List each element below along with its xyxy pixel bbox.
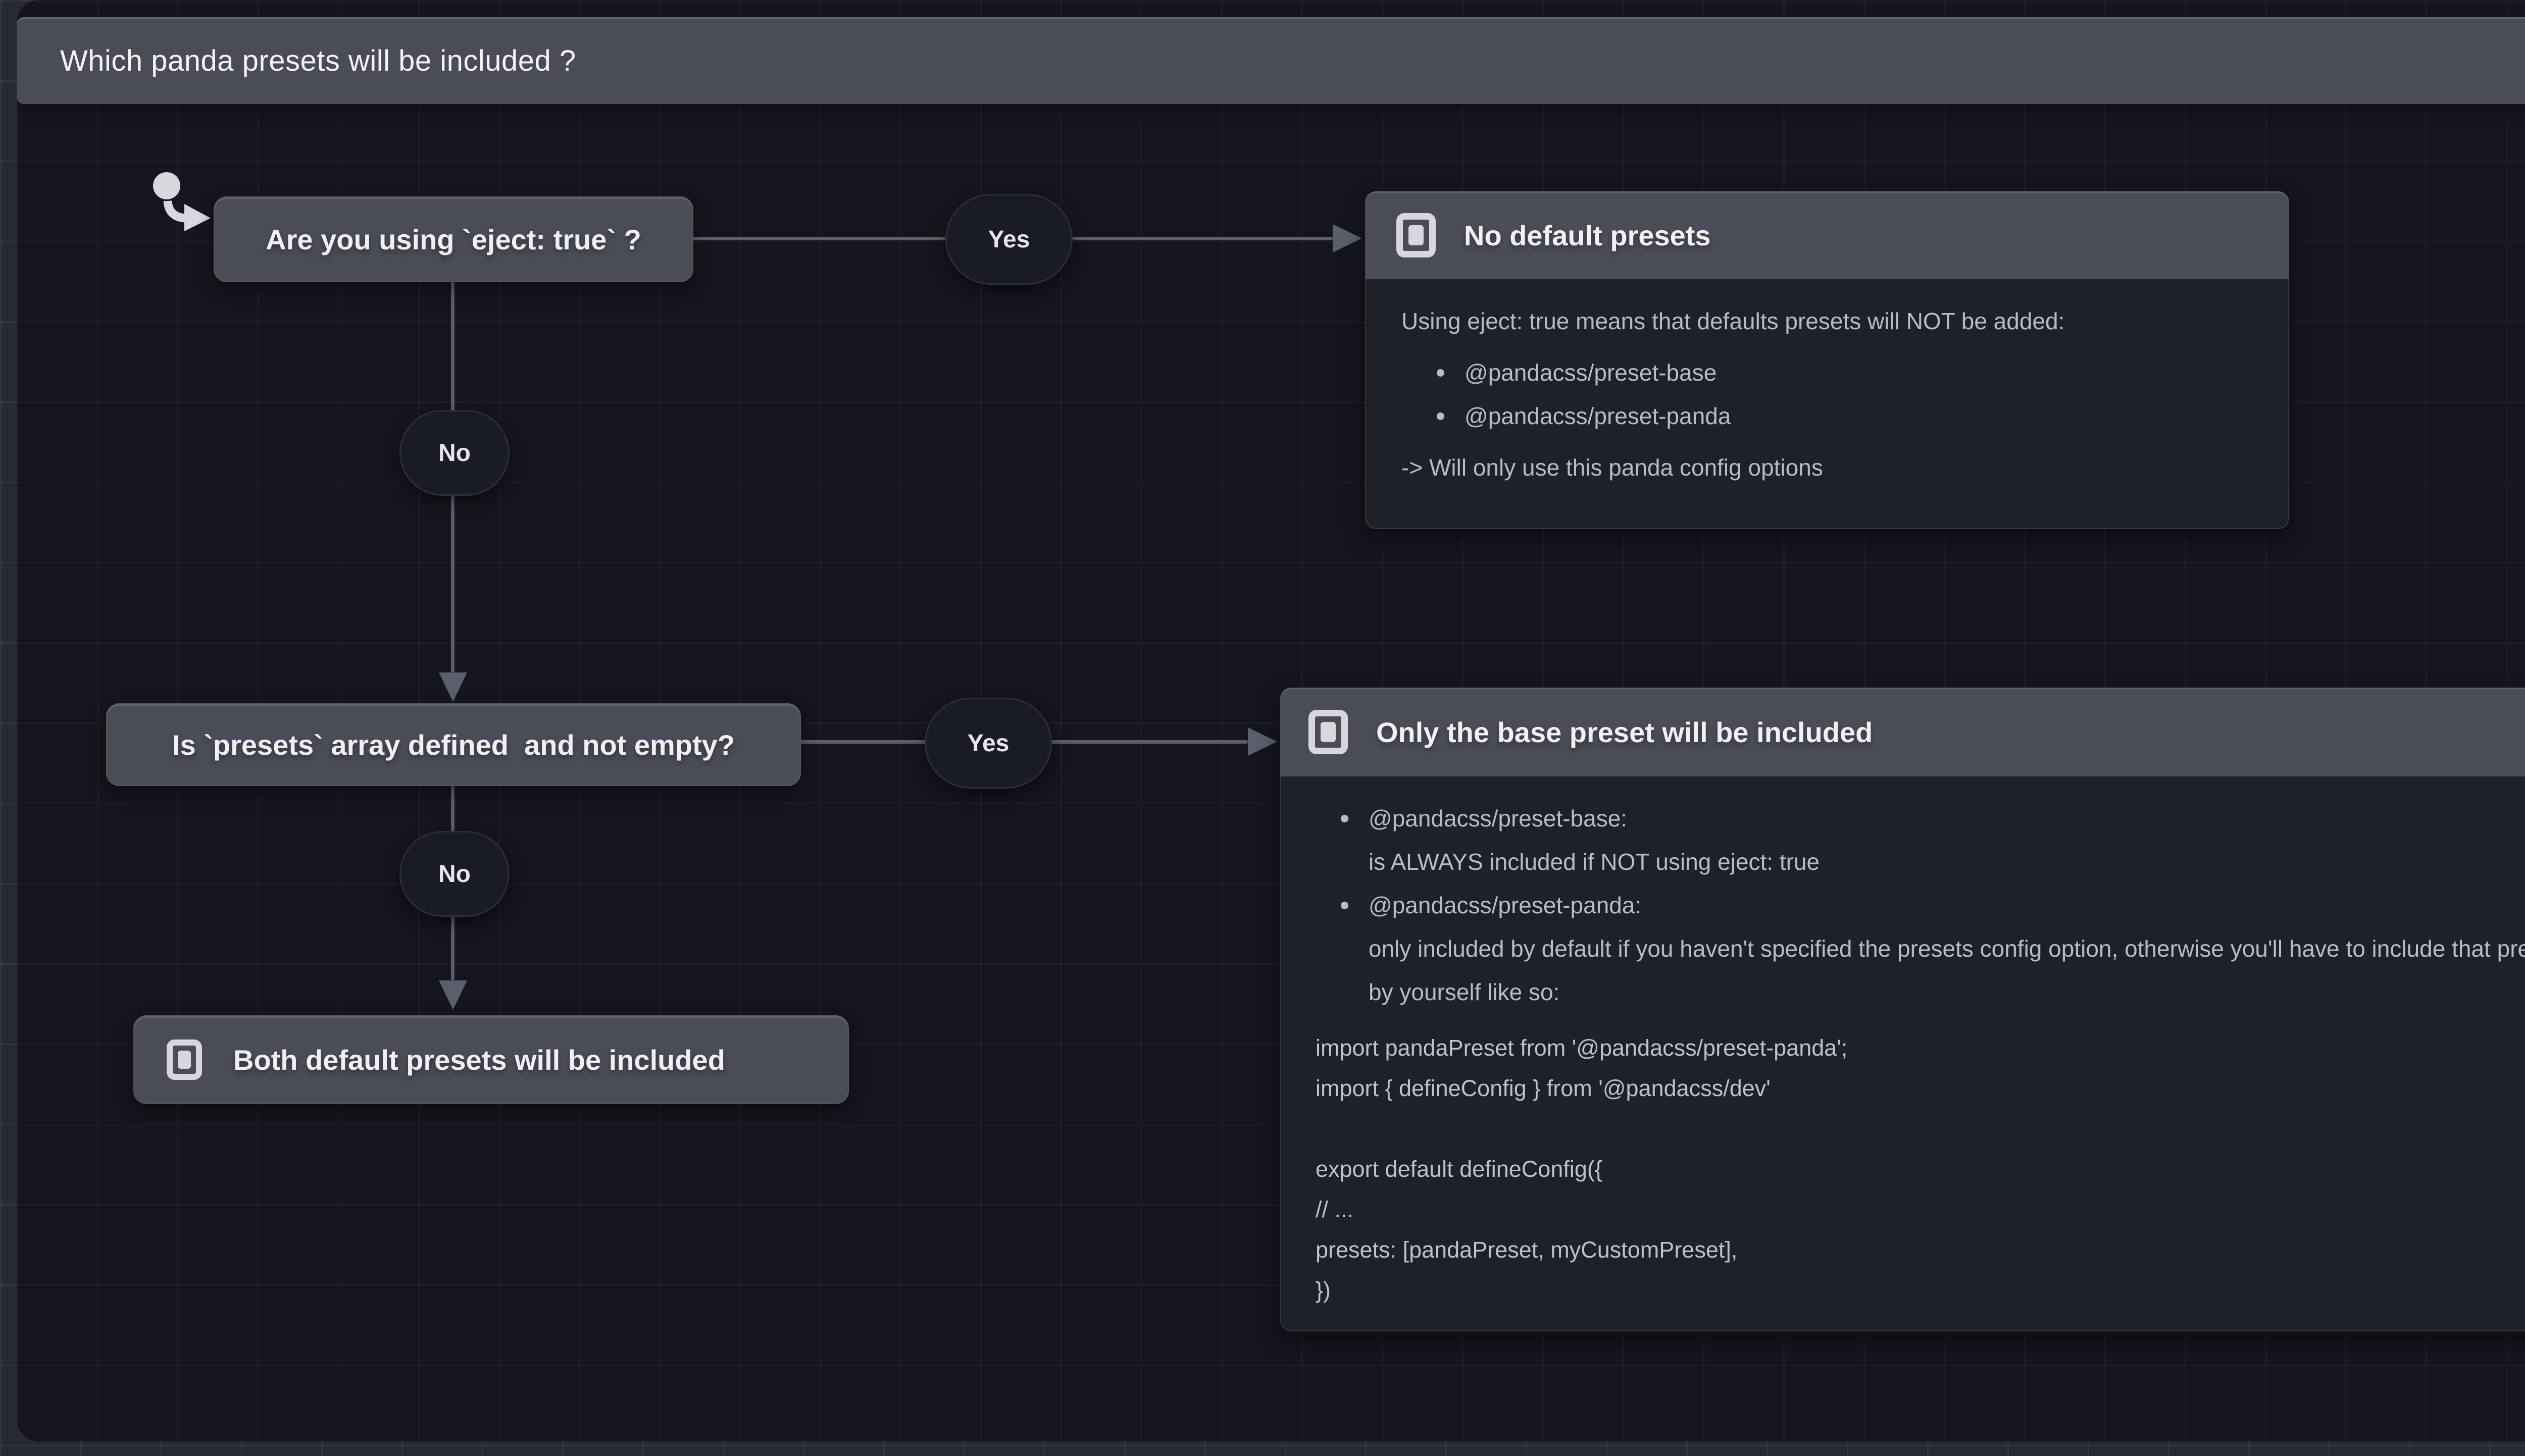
- edge-no2-label: No: [438, 860, 471, 888]
- code-line: import pandaPreset from '@pandacss/prese…: [1316, 1035, 1848, 1061]
- frame-icon: [1396, 213, 1436, 257]
- edge-no2-badge[interactable]: No: [399, 831, 510, 917]
- edge-yes2-arrowhead-icon: [1248, 727, 1277, 756]
- code-block: import pandaPreset from '@pandacss/prese…: [1316, 1028, 2525, 1311]
- bullet-icon: [1341, 815, 1348, 822]
- code-line: [1316, 1109, 2525, 1149]
- bullet-text: @pandacss/preset-base: [1464, 359, 1717, 386]
- frame-icon: [1308, 710, 1348, 754]
- bullet-icon: [1341, 902, 1348, 909]
- node-both-label: Both default presets will be included: [233, 1044, 725, 1076]
- node-presets-label: Is `presets` array defined and not empty…: [172, 729, 735, 761]
- infobox1-body: Using eject: true means that defaults pr…: [1365, 279, 2289, 529]
- bullet-body: is ALWAYS included if NOT using eject: t…: [1369, 849, 1820, 875]
- infobox2-title: Only the base preset will be included: [1376, 716, 1873, 748]
- frame-icon: [167, 1039, 202, 1080]
- infobox-no-default-presets[interactable]: No default presets Using eject: true mea…: [1365, 191, 2289, 529]
- edge-yes2-label: Yes: [967, 730, 1009, 757]
- bullet-head: @pandacss/preset-base:: [1369, 805, 1628, 831]
- list-item: @pandacss/preset-panda: only included by…: [1341, 883, 2525, 1014]
- page-title: Which panda presets will be included ?: [60, 44, 576, 77]
- pointer-start-icon: [153, 172, 211, 231]
- edge-yes1-label: Yes: [988, 226, 1030, 253]
- bullet-icon: [1437, 369, 1444, 377]
- bullet-head: @pandacss/preset-panda:: [1369, 892, 1642, 918]
- edge-yes2-badge[interactable]: Yes: [925, 698, 1052, 789]
- bullet-icon: [1437, 412, 1444, 420]
- edge-no1-badge[interactable]: No: [399, 410, 510, 496]
- infobox1-title: No default presets: [1464, 219, 1711, 251]
- code-line: presets: [pandaPreset, myCustomPreset],: [1316, 1237, 1738, 1263]
- infobox2-header: Only the base preset will be included: [1280, 688, 2525, 776]
- edge-no1-label: No: [438, 439, 471, 466]
- edge-no1-arrowhead-icon: [439, 672, 467, 702]
- node-presets-question[interactable]: Is `presets` array defined and not empty…: [106, 703, 801, 786]
- code-line: }): [1316, 1277, 1331, 1303]
- edge-yes1-badge[interactable]: Yes: [945, 194, 1073, 285]
- code-line: export default defineConfig({: [1316, 1156, 1602, 1182]
- infobox-base-preset-only[interactable]: Only the base preset will be included @p…: [1280, 688, 2525, 1331]
- flow-canvas[interactable]: Which panda presets will be included ? A…: [17, 0, 2525, 1441]
- node-eject-question[interactable]: Are you using `eject: true` ?: [214, 196, 693, 282]
- infobox1-intro: Using eject: true means that defaults pr…: [1401, 308, 2065, 334]
- bullet-body: only included by default if you haven't …: [1369, 935, 2525, 1005]
- node-eject-label: Are you using `eject: true` ?: [266, 223, 641, 255]
- list-item: @pandacss/preset-base: [1437, 351, 2253, 394]
- infobox1-header: No default presets: [1365, 191, 2289, 279]
- code-line: import { defineConfig } from '@pandacss/…: [1316, 1075, 1771, 1101]
- node-both-presets[interactable]: Both default presets will be included: [133, 1015, 849, 1104]
- list-item: @pandacss/preset-panda: [1437, 394, 2253, 438]
- code-line: // ...: [1316, 1197, 1354, 1222]
- infobox1-outro: -> Will only use this panda config optio…: [1401, 454, 1823, 481]
- bullet-text: @pandacss/preset-panda: [1464, 403, 1731, 429]
- infobox2-body: @pandacss/preset-base: is ALWAYS include…: [1280, 776, 2525, 1331]
- edge-no2-arrowhead-icon: [439, 980, 467, 1010]
- edge-yes1-arrowhead-icon: [1333, 224, 1362, 252]
- diagram-title-bar: Which panda presets will be included ?: [17, 17, 2525, 104]
- list-item: @pandacss/preset-base: is ALWAYS include…: [1341, 797, 2525, 883]
